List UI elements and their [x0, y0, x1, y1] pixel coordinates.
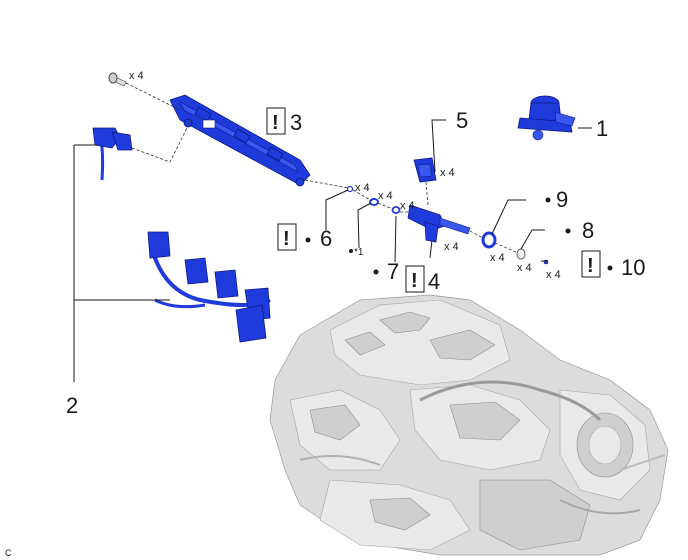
figure-code: C	[5, 548, 12, 558]
warning-box-4: !	[405, 265, 425, 293]
callout-3: 3	[290, 110, 302, 135]
callout-bullets	[305, 197, 613, 275]
warning-icon: !	[283, 228, 290, 250]
fuel-delivery-pipe-part	[169, 94, 311, 187]
bolt-part	[108, 72, 127, 87]
note-mark: *1	[354, 247, 364, 258]
warning-box-3: !	[266, 107, 286, 135]
callout-4: 4	[428, 269, 440, 294]
qty-seal-8: x 4	[517, 262, 532, 274]
callout-9: 9	[556, 187, 568, 212]
qty-clamp: x 4	[440, 167, 455, 179]
callout-7: 7	[387, 259, 399, 284]
injector-clamp-part	[413, 157, 437, 183]
callout-5: 5	[456, 108, 468, 133]
callout-2: 2	[66, 393, 78, 418]
injector-part	[407, 204, 471, 243]
wire-harness-part	[92, 127, 271, 343]
seal-part-9	[481, 231, 497, 249]
callout-1: 1	[596, 116, 608, 141]
assembly-lines	[125, 82, 517, 253]
leader-lines	[73, 119, 592, 382]
qty-seal-10: x 4	[546, 269, 561, 281]
fuel-pump-part	[517, 95, 576, 141]
warning-icon: !	[587, 255, 594, 277]
warning-icon: !	[411, 270, 418, 292]
o-ring-part-7a	[369, 198, 379, 206]
callout-10: 10	[621, 255, 645, 280]
o-ring-part-6	[346, 185, 354, 193]
o-ring-part-7b	[391, 206, 401, 214]
engine-assembly	[269, 294, 669, 556]
qty-injector: x 4	[444, 241, 459, 253]
warning-icon: !	[272, 112, 279, 134]
seal-part-8	[516, 248, 526, 260]
warning-box-10: !	[581, 250, 601, 278]
callout-8: 8	[582, 218, 594, 243]
callout-6: 6	[320, 226, 332, 251]
warning-box-6: !	[277, 223, 297, 251]
qty-bolt: x 4	[129, 70, 144, 82]
qty-o-ring-7: x 4	[378, 190, 393, 202]
qty-seal-7b: x 4	[400, 200, 415, 212]
qty-o-ring-6: x 4	[355, 182, 370, 194]
qty-seal-9: x 4	[490, 252, 505, 264]
